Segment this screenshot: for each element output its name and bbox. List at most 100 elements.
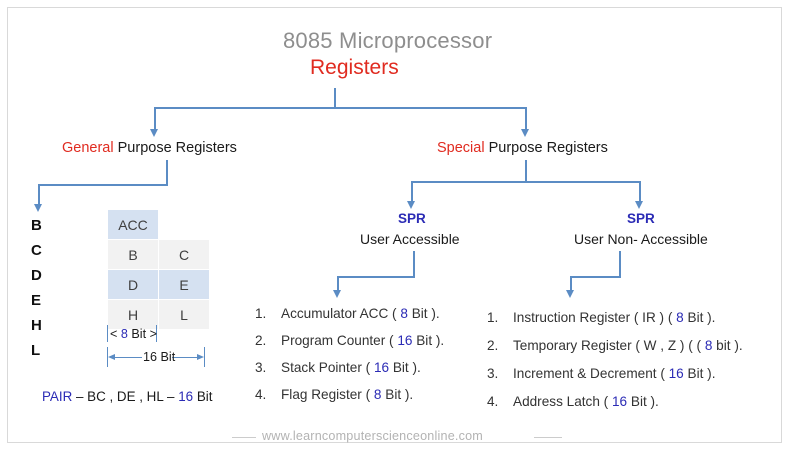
list-item-post: Bit ). — [389, 360, 421, 375]
connector-root-stem — [334, 88, 336, 108]
spr-non-accessible-tag: SPR — [627, 211, 655, 226]
list-item: 1. Accumulator ACC ( 8 Bit ). — [255, 306, 444, 333]
list-item-number: 1. — [487, 310, 499, 325]
list-item-post: Bit ). — [683, 366, 716, 381]
list-item: 3. Increment & Decrement ( 16 Bit ). — [487, 366, 743, 394]
spr-accessible-tag: SPR — [398, 211, 426, 226]
arrow-left-branch-icon — [150, 129, 158, 137]
list-item: 4. Flag Register ( 8 Bit ). — [255, 387, 444, 414]
list-item-text: Flag Register ( 8 Bit ). — [281, 387, 413, 402]
dim-16bit-tick-left — [107, 347, 109, 367]
list-item-text: Address Latch ( 16 Bit ). — [513, 394, 659, 409]
arrow-spr-accessible-icon — [407, 201, 415, 209]
pair-note-unit: Bit — [193, 389, 213, 404]
list-item-post: Bit ). — [627, 394, 659, 409]
dim-8bit-label: < 8 Bit > — [110, 327, 157, 341]
list-item-number: 2. — [487, 338, 499, 353]
list-item-bits: 16 — [668, 366, 684, 381]
dim-16bit-line-left — [114, 357, 142, 359]
register-letter: L — [31, 342, 41, 359]
dim-16bit-value: 16 — [143, 350, 158, 364]
list-item-pre: Accumulator ACC ( — [281, 306, 401, 321]
connector-special-stem — [525, 160, 527, 182]
connector-nonacc-list-bar — [570, 276, 621, 278]
list-item-pre: Temporary Register ( W , Z ) ( ( — [513, 338, 705, 353]
list-item-bits: 16 — [611, 394, 628, 409]
list-item-number: 4. — [487, 394, 499, 409]
register-letter: H — [31, 317, 42, 334]
list-item-pre: Increment & Decrement ( — [513, 366, 669, 381]
dim-16bit-arrow-right-icon — [197, 353, 204, 360]
list-item-pre: Address Latch ( — [513, 394, 612, 409]
dim-8bit-tick-right — [156, 325, 158, 342]
connector-nonacc-list-stem — [619, 251, 621, 277]
connector-acc-list-bar — [337, 276, 415, 278]
register-letter: E — [31, 292, 42, 309]
connector-root-bar — [154, 107, 526, 109]
register-letter-column: B C D E H L — [31, 218, 42, 368]
connector-left-drop — [154, 107, 156, 129]
accessible-list: 1. Accumulator ACC ( 8 Bit ). 2. Program… — [255, 306, 444, 414]
arrow-right-branch-icon — [521, 129, 529, 137]
footer-rule-right — [534, 437, 562, 438]
dim-8bit-unit: Bit — [131, 327, 147, 341]
list-item-post: Bit ). — [412, 333, 445, 348]
dim-16bit-line-right — [172, 357, 198, 359]
arrow-non-accessible-list-icon — [566, 290, 574, 298]
dim-16bit-unit: Bit — [160, 350, 176, 364]
list-item-text: Instruction Register ( IR ) ( 8 Bit ). — [513, 310, 715, 325]
spr-non-accessible-label: User Non- Accessible — [574, 231, 708, 247]
list-item: 4. Address Latch ( 16 Bit ). — [487, 394, 743, 422]
list-item-post: Bit ). — [381, 387, 414, 402]
cell-l: L — [158, 299, 210, 330]
pair-note-dash1: – — [72, 389, 88, 404]
list-item: 2. Program Counter ( 16 Bit ). — [255, 333, 444, 360]
list-item-post: Bit ). — [683, 310, 716, 325]
list-item-post: bit ). — [712, 338, 743, 353]
pair-note-label: PAIR — [42, 389, 73, 404]
table-row-acc: ACC — [107, 209, 210, 240]
table-row: H L — [107, 299, 210, 330]
pair-note: PAIR – BC , DE , HL – 16 Bit — [42, 389, 212, 404]
arrow-spr-non-accessible-icon — [635, 201, 643, 209]
page-subtitle: Registers — [310, 56, 399, 79]
list-item-bits: 8 — [704, 338, 713, 353]
cell-acc-spacer — [158, 209, 210, 240]
dim-8bit-close: > — [149, 327, 157, 341]
list-item-text: Increment & Decrement ( 16 Bit ). — [513, 366, 715, 381]
branch-special-rest: Purpose Registers — [488, 140, 608, 156]
list-item: 2. Temporary Register ( W , Z ) ( ( 8 bi… — [487, 338, 743, 366]
spr-accessible-label: User Accessible — [360, 231, 460, 247]
branch-general-highlight: General — [62, 140, 114, 156]
list-item-bits: 8 — [373, 387, 382, 402]
list-item-pre: Program Counter ( — [281, 333, 398, 348]
list-item-number: 1. — [255, 306, 267, 321]
connector-right-drop — [525, 107, 527, 129]
register-letter: B — [31, 217, 42, 234]
list-item-number: 2. — [255, 333, 267, 348]
connector-general-bar — [38, 184, 168, 186]
branch-general-rest: Purpose Registers — [117, 140, 237, 156]
list-item-text: Accumulator ACC ( 8 Bit ). — [281, 306, 440, 321]
register-letter: D — [31, 267, 42, 284]
dim-16bit-tick-right — [204, 347, 206, 367]
list-item-pre: Flag Register ( — [281, 387, 374, 402]
non-accessible-list: 1. Instruction Register ( IR ) ( 8 Bit )… — [487, 310, 743, 422]
connector-general-drop — [38, 184, 40, 204]
connector-special-bar — [411, 181, 640, 183]
arrow-accessible-list-icon — [333, 290, 341, 298]
list-item-bits: 8 — [676, 310, 684, 325]
list-item-bits: 16 — [373, 360, 390, 375]
list-item-text: Program Counter ( 16 Bit ). — [281, 333, 444, 348]
list-item-bits: 16 — [397, 333, 413, 348]
page-title: 8085 Microprocessor — [283, 28, 493, 53]
register-letter: C — [31, 242, 42, 259]
cell-e: E — [158, 269, 210, 300]
cell-acc: ACC — [107, 209, 159, 240]
connector-general-stem — [166, 160, 168, 185]
list-item-pre: Stack Pointer ( — [281, 360, 374, 375]
arrow-general-registers-icon — [34, 204, 42, 212]
cell-h: H — [107, 299, 159, 330]
footer-url: www.learncomputerscienceonline.com — [262, 429, 483, 443]
dim-8bit-tick-left — [107, 325, 109, 342]
